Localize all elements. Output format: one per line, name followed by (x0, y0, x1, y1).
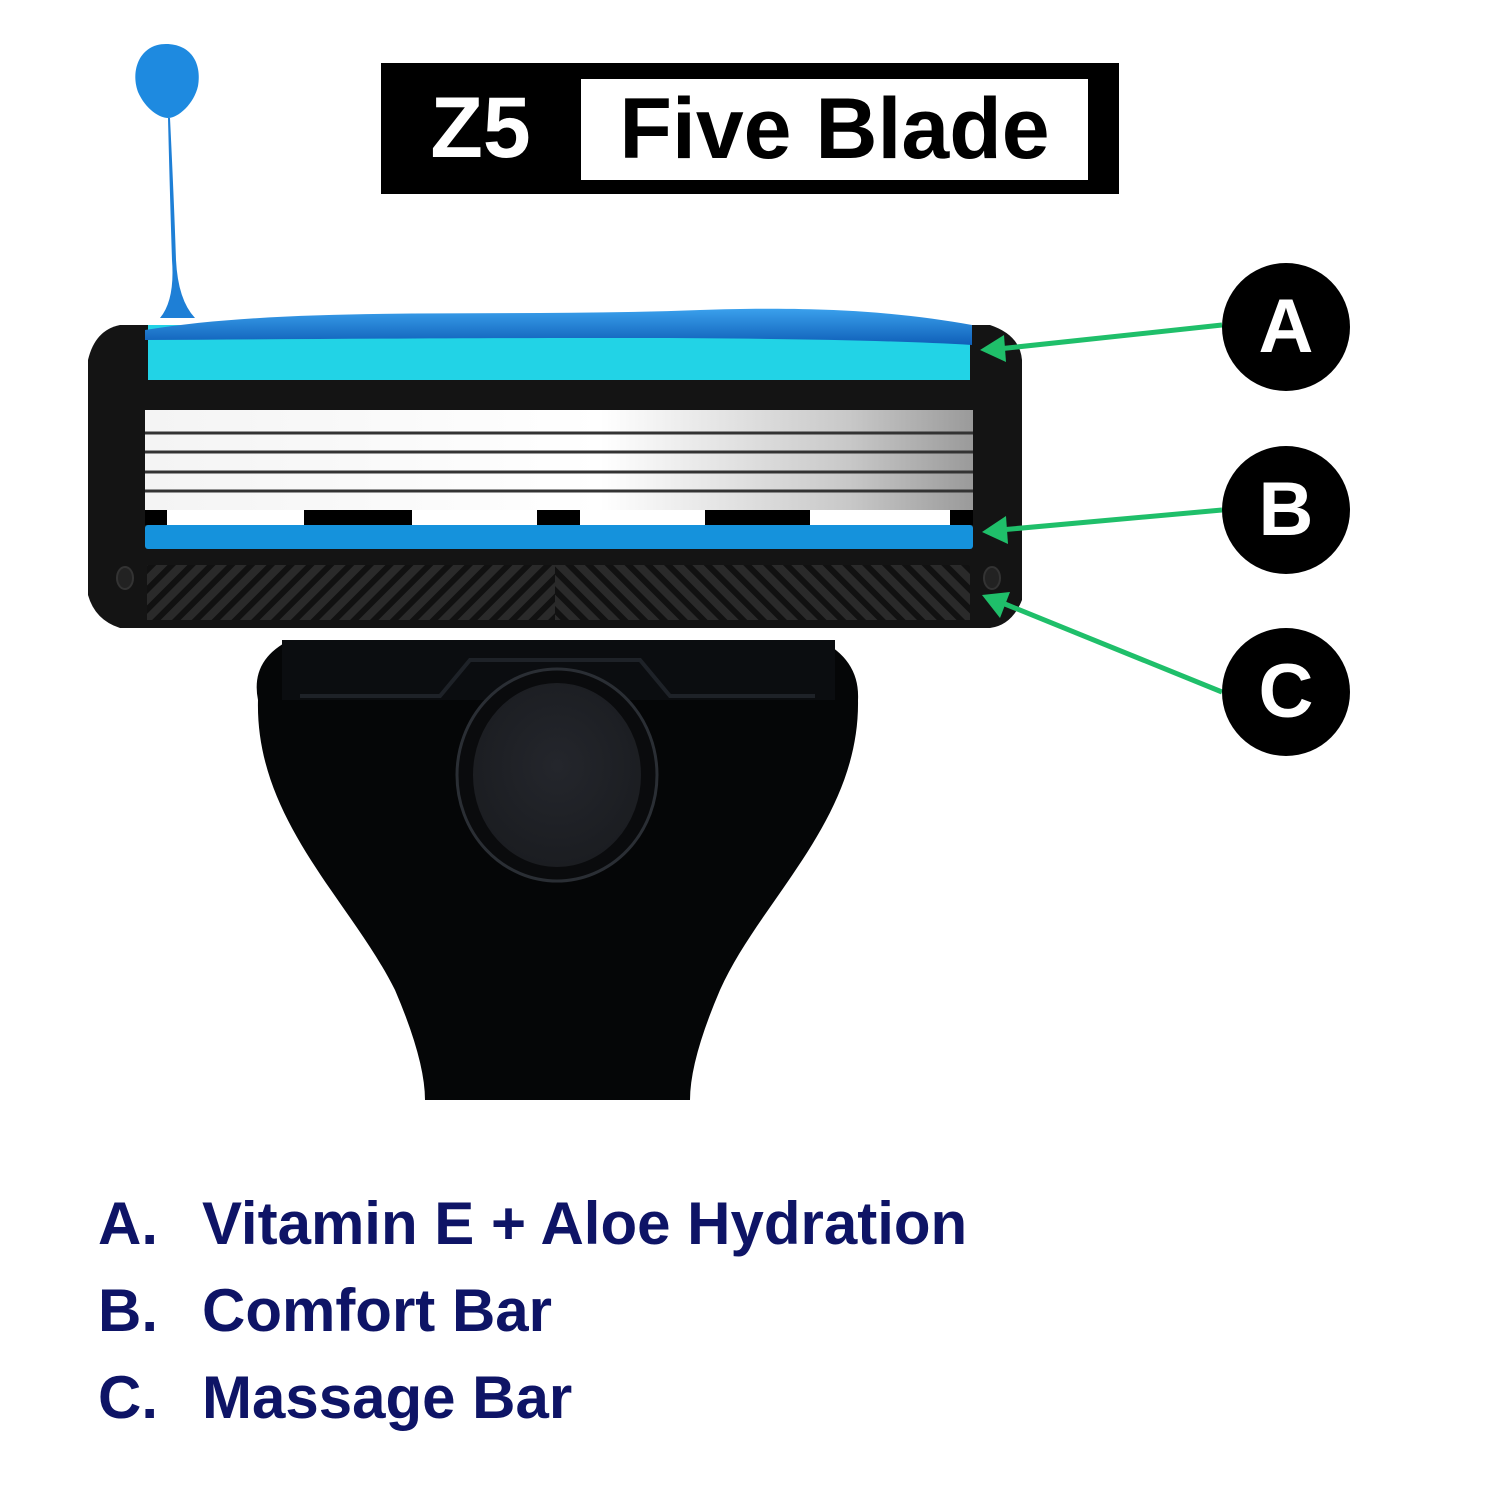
legend-item-c: C. Massage Bar (98, 1354, 967, 1441)
callout-a: A (1222, 263, 1350, 391)
legend-label: Comfort Bar (202, 1277, 553, 1344)
legend-label: Vitamin E + Aloe Hydration (202, 1190, 968, 1257)
gel-drop-icon (135, 44, 199, 318)
blades (145, 410, 973, 525)
razor-cartridge (88, 308, 1022, 628)
callout-b: B (1222, 446, 1350, 574)
title-banner: Z5 Five Blade (381, 63, 1119, 194)
razor-illustration (88, 44, 1223, 1100)
legend-letter: B. (98, 1277, 158, 1344)
product-name: Five Blade (581, 79, 1088, 180)
legend-letter: C. (98, 1364, 158, 1431)
model-label: Z5 (430, 80, 531, 176)
legend-letter: A. (98, 1190, 158, 1257)
callout-arrows (980, 322, 1223, 695)
legend-item-b: B. Comfort Bar (98, 1267, 967, 1354)
comfort-bar (145, 525, 973, 549)
legend-item-a: A. Vitamin E + Aloe Hydration (98, 1180, 967, 1267)
feature-legend: A. Vitamin E + Aloe Hydration B. Comfort B… (98, 1180, 967, 1441)
razor-handle (256, 640, 859, 1100)
callout-c: C (1222, 628, 1350, 756)
massage-bar (147, 565, 970, 620)
legend-label: Massage Bar (202, 1364, 573, 1431)
